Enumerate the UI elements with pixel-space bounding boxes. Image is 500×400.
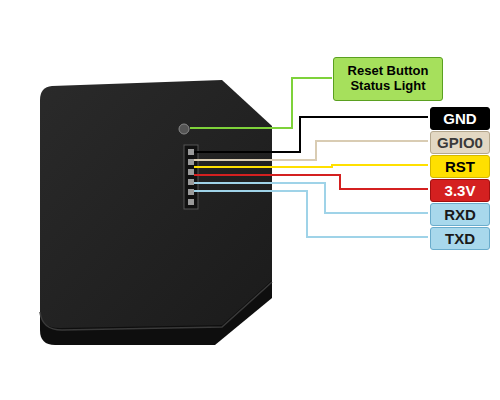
housing-face [40, 80, 272, 328]
label-text: 3.3V [445, 182, 476, 199]
label-text: RST [445, 158, 475, 175]
leader-wires [190, 78, 428, 237]
callout-box: Reset Button Status Light [333, 57, 443, 101]
header-pins [188, 149, 194, 205]
label-text: TXD [445, 230, 475, 247]
label-text: Reset Button Status Light [339, 64, 437, 94]
pin-label: GPIO0 [430, 131, 490, 154]
pin-label: RXD [430, 203, 490, 226]
label-text: GPIO0 [437, 134, 483, 151]
pin-label: RST [430, 155, 490, 178]
label-text: RXD [444, 206, 476, 223]
pin-header [184, 145, 198, 209]
housing-edge [40, 282, 272, 330]
pin-label: GND [430, 107, 490, 130]
status-light [179, 124, 189, 134]
pin-label: TXD [430, 227, 490, 250]
pin-label: 3.3V [430, 179, 490, 202]
label-text: GND [443, 110, 476, 127]
